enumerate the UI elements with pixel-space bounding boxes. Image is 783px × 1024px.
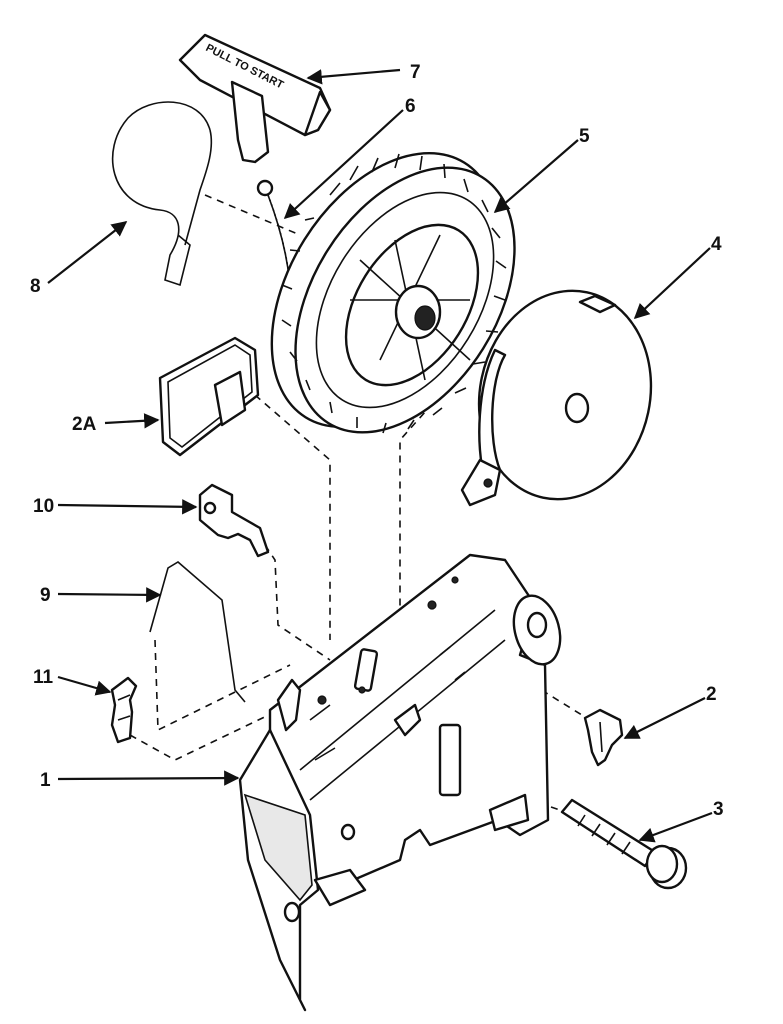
callout-10: 10 [33,496,54,517]
latch [583,708,624,767]
callout-7: 7 [410,62,421,83]
pawl [198,483,270,558]
pivot-pin [560,798,688,890]
callout-6: 6 [405,96,416,117]
callout-11: 11 [33,667,54,688]
callout-2a: 2A [72,414,97,435]
callout-3: 3 [713,799,724,820]
retainer-clip [110,676,138,744]
callout-8: 8 [30,276,41,297]
callout-9: 9 [40,585,51,606]
starter-bracket [238,553,562,1012]
spring-housing [460,289,653,507]
wire-clip [111,101,213,287]
callout-leaders [47,68,713,843]
callout-2: 2 [706,684,717,705]
starter-pulley [270,151,516,434]
callout-labels: 7 6 5 4 8 2A 10 9 11 1 2 3 [30,62,724,820]
starter-handle: PULL TO START [178,33,332,164]
callout-4: 4 [711,234,722,255]
pawl-plate [158,336,260,457]
callout-5: 5 [579,126,590,147]
callout-1: 1 [40,770,51,791]
pawl-spring [149,561,246,703]
